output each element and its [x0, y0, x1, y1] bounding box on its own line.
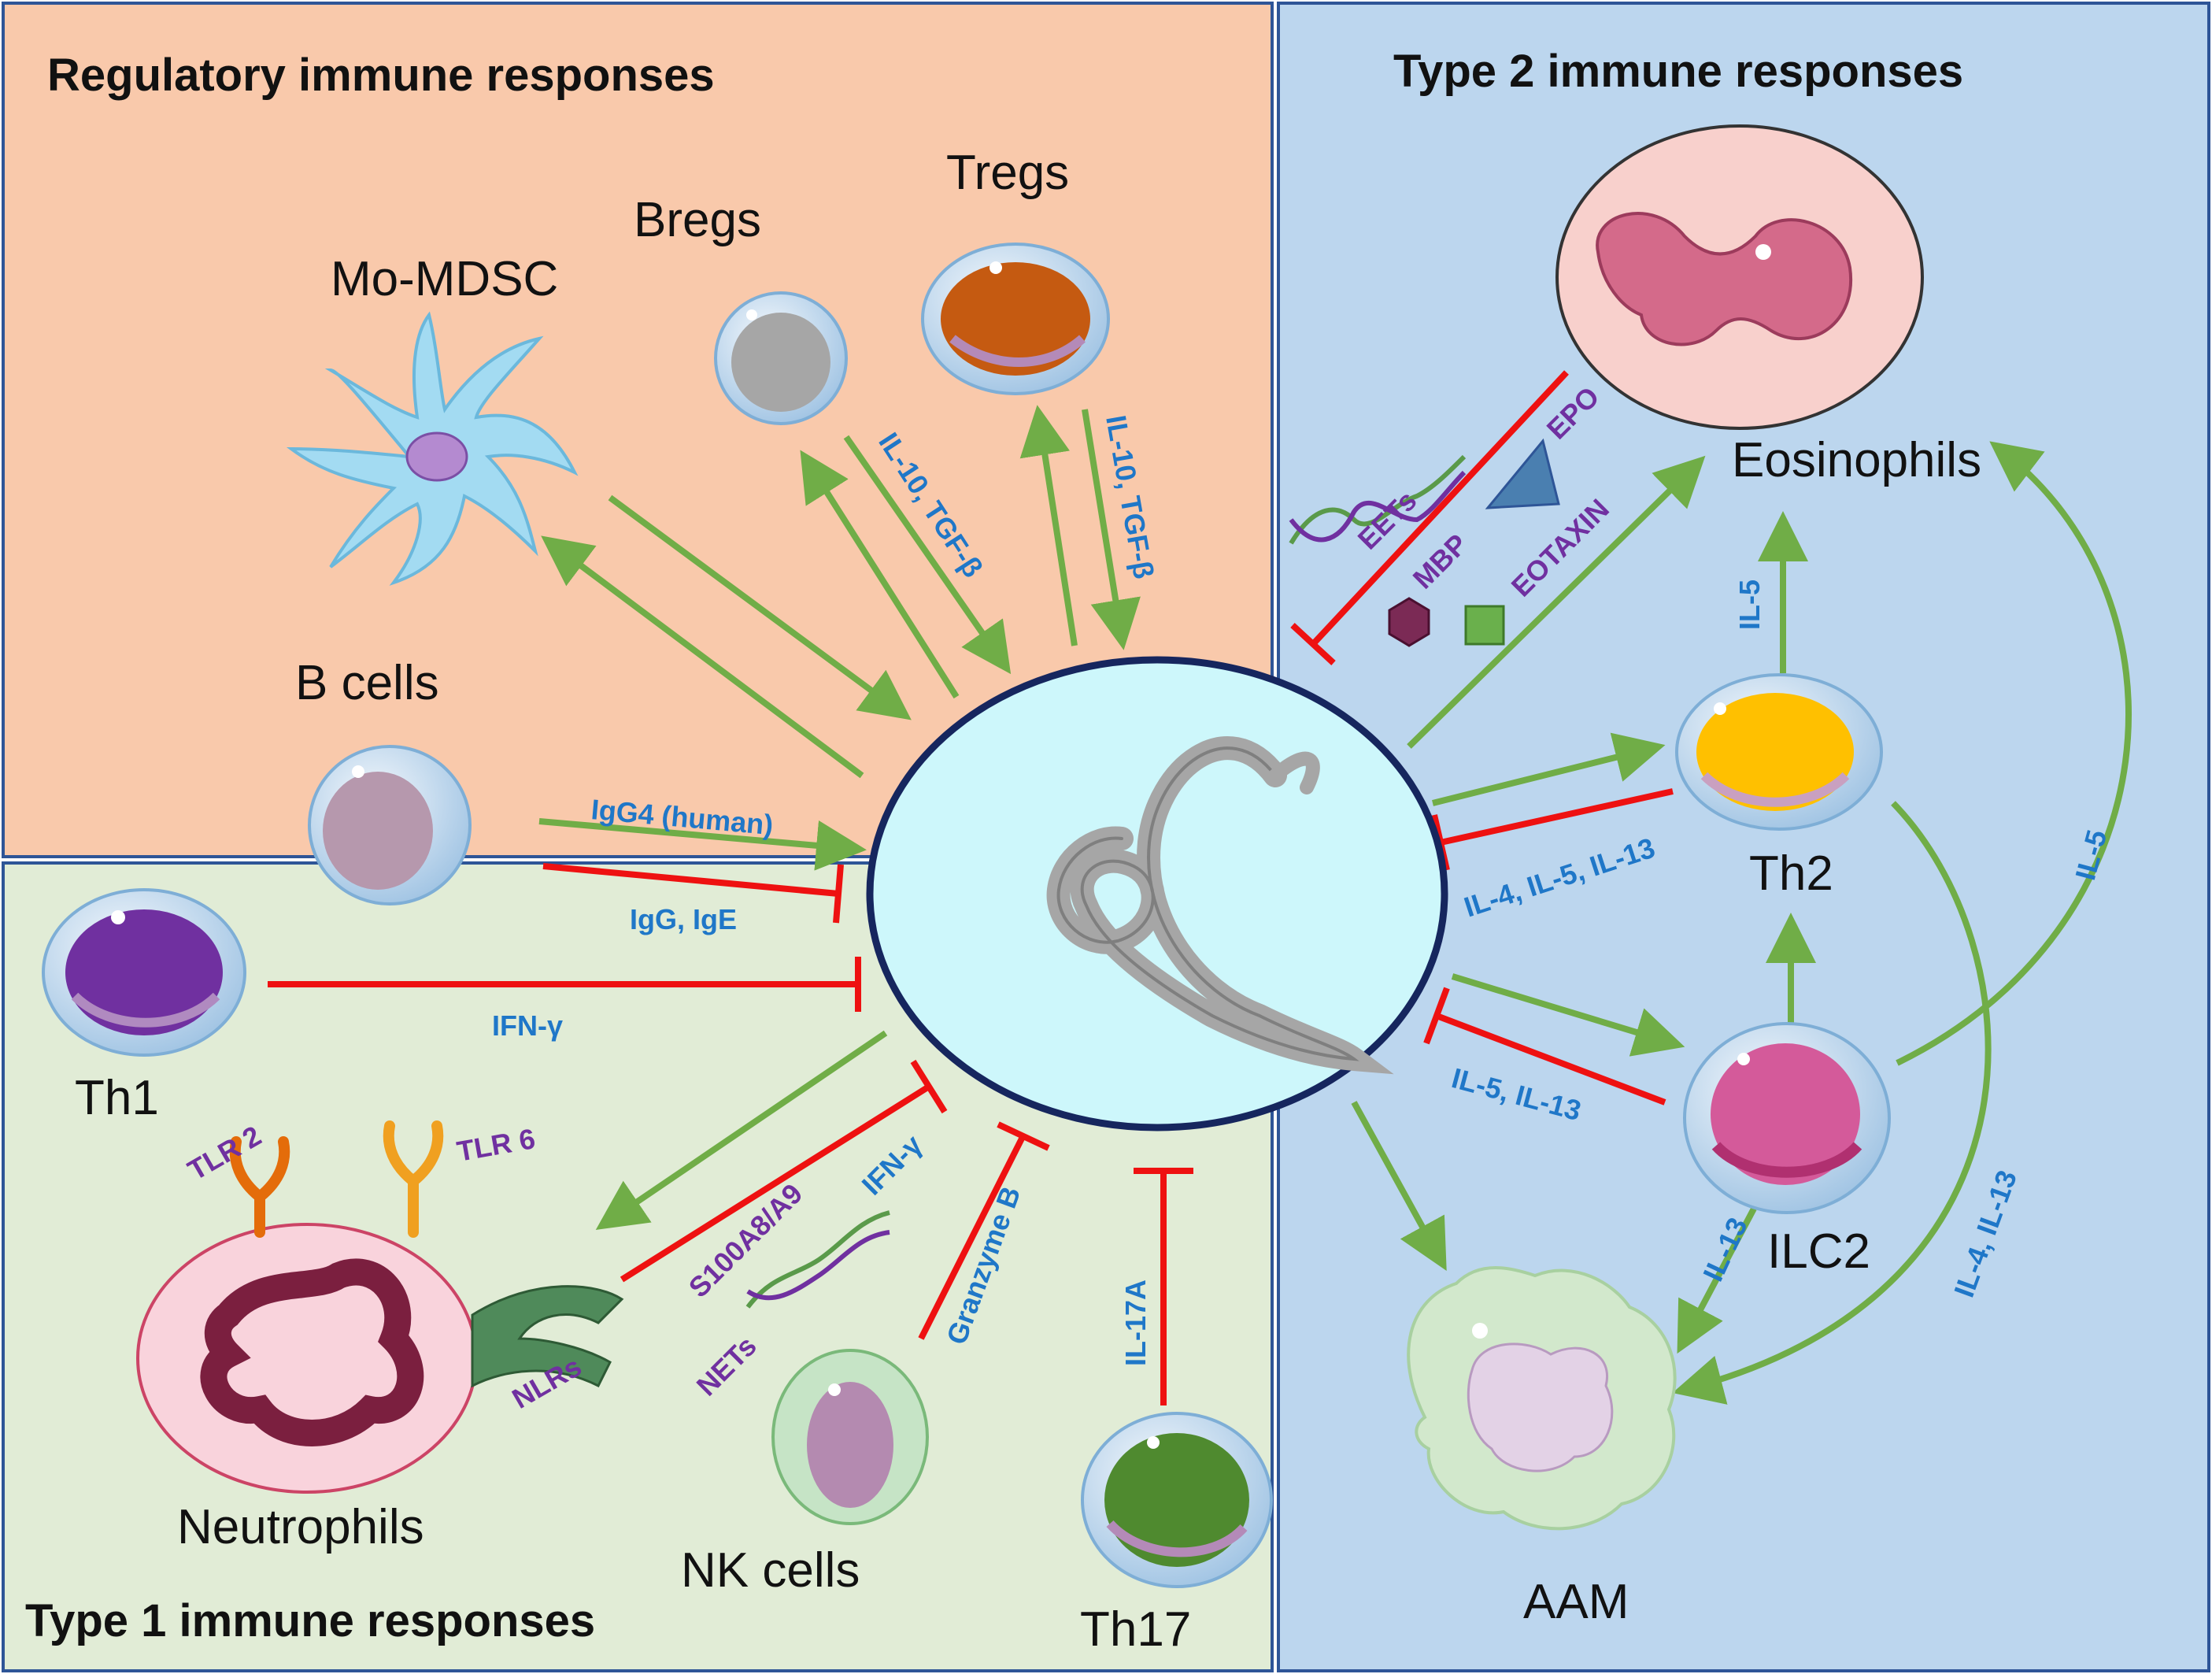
nlr-receptor-icon — [471, 1285, 624, 1388]
th17-label: Th17 — [1080, 1602, 1191, 1657]
arrow-parasite-to-eosinophils — [1407, 455, 1706, 749]
arrow-ilc2-to-aam — [1677, 1207, 1757, 1354]
arrow-mdsc-to-parasite — [608, 494, 912, 720]
th2-cell-icon — [1675, 673, 1883, 831]
inhibit-ilc2-bar — [1423, 987, 1450, 1045]
th2-il5-label: IL-5 — [1733, 580, 1766, 630]
worm-tail — [1268, 751, 1320, 794]
dna-strand-icon — [1289, 454, 1467, 545]
ilc2-cell-icon — [1683, 1022, 1891, 1214]
inhibit-eosinophils-bar — [1290, 623, 1336, 665]
bregs-cell-icon — [714, 291, 848, 425]
inhibit-th2 — [1440, 788, 1674, 846]
inhibition-lines — [268, 370, 1674, 1405]
parasite — [866, 656, 1448, 1131]
tregs-label: Tregs — [946, 146, 1069, 200]
neutrophils-cell-icon — [136, 1120, 624, 1494]
nk-cells-icon — [771, 1349, 929, 1525]
nk-cells-label: NK cells — [681, 1543, 860, 1598]
igg-ige-label: IgG, IgE — [630, 903, 737, 935]
tlr2-receptor-icon — [229, 1136, 290, 1238]
inhibit-neutrophils-bar — [910, 1059, 948, 1114]
eosinophils-cell-icon — [1555, 124, 1924, 430]
inhibit-nk — [918, 1134, 1026, 1340]
arrow-parasite-to-mdsc — [541, 535, 864, 779]
inhibit-bcells-bar — [833, 864, 844, 924]
arrow-parasite-to-ilc2 — [1451, 973, 1685, 1057]
eotaxin-square-icon — [1464, 605, 1505, 646]
bregs-label: Bregs — [634, 193, 761, 247]
arrow-th2-to-aam — [1672, 801, 1992, 1405]
aam-cell-icon — [1407, 1266, 1677, 1531]
regulatory-title: Regulatory immune responses — [47, 50, 715, 101]
il17a-label: IL-17A — [1119, 1280, 1152, 1366]
arrow-ilc2-to-eosinophils — [1896, 441, 2132, 1066]
arrow-bcells-to-parasite — [538, 818, 867, 871]
arrow-tregs-to-parasite — [1082, 409, 1141, 650]
arrow-bregs-to-parasite — [843, 435, 1012, 675]
mbp-hexagon-icon — [1388, 597, 1430, 647]
th1-ifng-label: IFN-γ — [492, 1009, 563, 1042]
arrow-parasite-to-tregs — [1019, 405, 1078, 646]
tregs-cell-icon — [921, 243, 1110, 395]
eosinophils-label: Eosinophils — [1732, 433, 1981, 487]
nets-dna-icon — [745, 1210, 890, 1309]
inhibit-nk-bar — [997, 1121, 1050, 1151]
mo-mdsc-cell-icon — [286, 311, 579, 586]
th17-cell-icon — [1081, 1412, 1273, 1588]
th1-cell-icon — [42, 888, 246, 1057]
mo-mdsc-label: Mo-MDSC — [331, 252, 558, 306]
tlr6-receptor-icon — [383, 1120, 444, 1238]
arrow-parasite-to-aam — [1351, 1101, 1447, 1272]
arrow-parasite-to-th2 — [1432, 732, 1666, 806]
b-cells-icon — [308, 745, 472, 906]
epo-triangle-icon — [1485, 438, 1560, 509]
activation-arrows — [538, 405, 2132, 1405]
aam-label: AAM — [1523, 1575, 1629, 1629]
inhibit-neutrophils — [620, 1083, 931, 1283]
worm-outline — [1056, 746, 1359, 1061]
type2-title: Type 2 immune responses — [1393, 46, 1963, 97]
type1-title: Type 1 immune responses — [25, 1595, 595, 1646]
inhibit-eosinophils — [1311, 370, 1569, 646]
th1-label: Th1 — [75, 1071, 159, 1125]
b-cells-label: B cells — [295, 656, 439, 710]
arrow-parasite-to-bregs — [800, 450, 960, 699]
inhibit-bcells — [542, 863, 839, 897]
th2-label: Th2 — [1749, 846, 1833, 901]
neutrophils-label: Neutrophils — [177, 1500, 424, 1554]
ilc2-label: ILC2 — [1767, 1224, 1870, 1279]
arrow-parasite-to-neutrophils — [595, 1030, 888, 1230]
inhibit-ilc2 — [1435, 1013, 1666, 1106]
